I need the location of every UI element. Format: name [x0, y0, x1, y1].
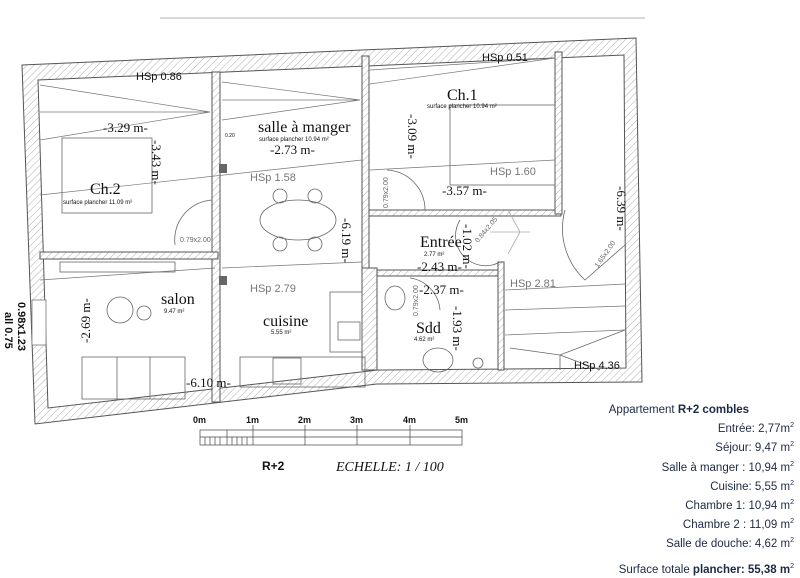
bed-ch2	[61, 137, 153, 214]
door-size-label: 0.79x2.00	[180, 237, 211, 244]
door-size-label: 0.84x2.05	[474, 216, 499, 244]
summary-item: Séjour: 9,47 m2	[619, 437, 794, 456]
summary-total-bold: plancher	[692, 564, 741, 576]
dimension-label: -2.43 m-	[417, 259, 462, 274]
dimension-label: -3.57 m-	[442, 183, 487, 198]
slope-lines	[39, 57, 626, 336]
summary-item: Cuisine: 5,55 m2	[619, 476, 794, 495]
room-surface-sdd: 4.62 m²	[414, 337, 434, 343]
scale-tick: 5m	[455, 415, 468, 425]
hsp-label: HSp 0.86	[136, 71, 182, 83]
sofa	[81, 356, 186, 400]
small-dimension: 0.20	[225, 133, 235, 139]
summary-total: Surface totale plancher: 55,38 m2	[619, 559, 794, 578]
hsp-label: HSp 1.60	[490, 166, 536, 178]
door-swings	[174, 169, 626, 311]
room-name-entree: Entrée	[420, 234, 462, 251]
summary-title-bold: R+2 combles	[677, 404, 750, 416]
summary-title: Appartement R+2 combles	[609, 402, 794, 418]
room-name-sdd: Sdd	[416, 320, 441, 337]
dimension-label: -6.10 m-	[186, 375, 231, 390]
scale-tick: 3m	[350, 415, 363, 425]
interior-walls	[39, 51, 563, 403]
kitchen-counter	[239, 356, 366, 388]
room-surface-ch1: surface plancher 10.94 m²	[427, 104, 497, 110]
level-label: R+2	[262, 459, 285, 473]
door-size-label: 0.79x2.00	[413, 285, 420, 316]
column	[219, 164, 227, 173]
summary-item-label: Séjour: 9,47 m	[715, 442, 791, 455]
summary-item: Salle à manger : 10,94 m2	[619, 457, 794, 476]
dimension-label: -3.09 m-	[405, 114, 420, 159]
summary-item-label: Entrée: 2,77m	[717, 423, 791, 436]
hsp-label: HSp 2.81	[510, 278, 556, 290]
summary-total-prefix: Surface totale	[618, 564, 693, 576]
summary-item: Chambre 2 : 11,09 m2	[619, 514, 794, 533]
summary-item: Chambre 1: 10,94 m2	[619, 495, 794, 514]
room-name-salon: salon	[161, 291, 195, 308]
scale-bar	[199, 425, 463, 446]
dimension-label: -3.43 m-	[149, 140, 164, 185]
surface-summary: Appartement R+2 combles Entrée: 2,77m2 S…	[609, 402, 794, 578]
room-surface-cuisine: 5.55 m²	[271, 330, 291, 336]
summary-item-label: Salle à manger : 10,94 m	[661, 461, 791, 474]
summary-item: Entrée: 2,77m2	[619, 418, 794, 437]
door-size-label: 0.79x2.00	[383, 177, 390, 208]
superscript: 2	[790, 441, 794, 449]
dimension-label: -1.93 m-	[450, 306, 465, 351]
window-size-label: 0.98x1.23	[15, 302, 27, 351]
dining-table	[259, 199, 337, 241]
washbasin	[422, 347, 454, 373]
window-sill-label: all 0.75	[2, 312, 14, 349]
dimension-label: -6.19 m-	[339, 218, 354, 263]
superscript: 2	[790, 479, 794, 487]
furniture	[59, 104, 626, 400]
hsp-label: HSp 0.51	[482, 52, 528, 64]
room-name-cuisine: cuisine	[263, 313, 308, 330]
hsp-label: HSp 1.58	[250, 172, 296, 184]
superscript: 2	[790, 422, 794, 430]
column	[219, 276, 227, 285]
summary-item: Salle de douche: 4,62 m2	[619, 533, 794, 552]
hsp-label: HSp 4.36	[574, 360, 620, 372]
summary-item-label: Chambre 2 : 11,09 m	[682, 518, 791, 531]
room-name-salle: salle à manger	[258, 119, 351, 136]
hsp-label: HSp 2.79	[250, 283, 296, 295]
floor-plan: Ch.2 surface plancher 11.09 m² salle à m…	[2, 17, 645, 475]
scale-tick: 2m	[298, 415, 311, 425]
window	[31, 299, 47, 346]
superscript: 2	[790, 563, 794, 571]
summary-title-prefix: Appartement	[608, 404, 678, 416]
room-surface-salle: surface plancher 10.94 m²	[259, 137, 329, 143]
superscript: 2	[790, 517, 794, 525]
room-name-ch2: Ch.2	[90, 181, 121, 198]
toilet	[384, 285, 406, 311]
summary-item-label: Chambre 1: 10,94 m	[685, 499, 791, 512]
dimension-label: -2.73 m-	[270, 142, 315, 157]
room-surface-salon: 9.47 m²	[164, 309, 184, 315]
dimension-label: -2.37 m-	[419, 282, 464, 297]
dimension-label: -1.02 m-	[460, 224, 475, 269]
superscript: 2	[790, 498, 794, 506]
summary-item-label: Cuisine: 5,55 m	[710, 480, 791, 493]
dimension-label: -3.29 m-	[103, 120, 148, 135]
room-surface-entree: 2.77 m²	[424, 252, 444, 258]
room-surface-ch2: surface plancher 11.09 m²	[63, 200, 132, 206]
dimension-label: -6.39 m-	[614, 186, 629, 231]
scale-tick: 1m	[246, 415, 259, 425]
dimension-label: -2.69 m-	[78, 298, 93, 343]
scale-tick: 0m	[193, 415, 206, 425]
summary-total-value: : 55,38 m	[740, 564, 791, 576]
superscript: 2	[790, 460, 794, 468]
scale-label: ECHELLE: 1 / 100	[335, 460, 444, 475]
room-name-ch1: Ch.1	[447, 87, 478, 104]
scale-ticks: 0m 1m 2m 3m 4m 5m	[193, 415, 468, 425]
scale-tick: 4m	[403, 415, 416, 425]
bed-ch1	[449, 104, 556, 186]
summary-item-label: Salle de douche: 4,62 m	[666, 537, 791, 550]
superscript: 2	[790, 537, 794, 545]
outer-wall	[21, 37, 643, 425]
